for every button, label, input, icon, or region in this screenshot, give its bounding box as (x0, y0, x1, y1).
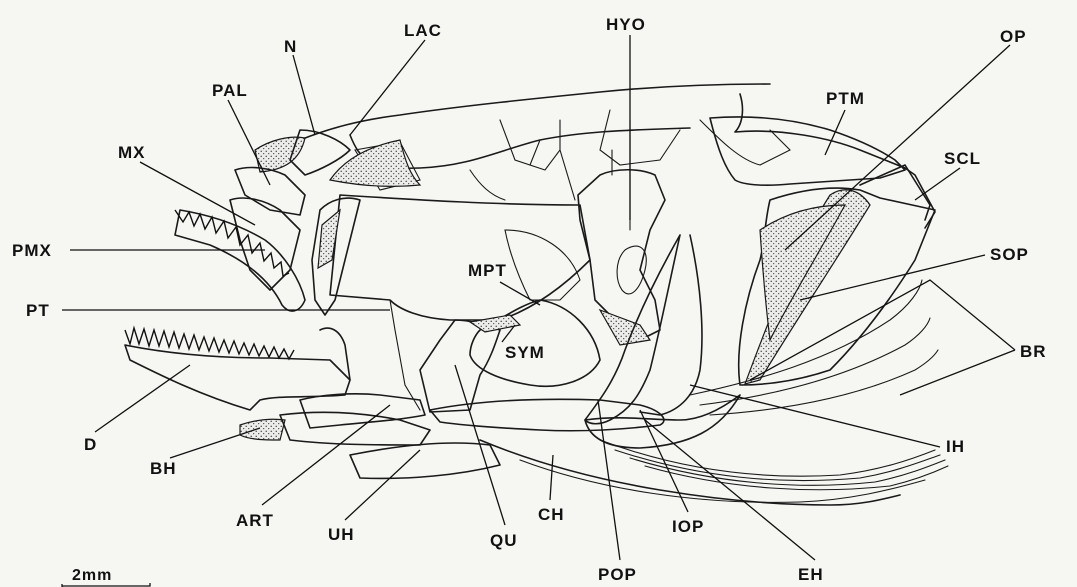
pterygoid-shape (330, 195, 590, 320)
urohyal-shape (350, 443, 500, 478)
preopercle-shape (585, 235, 680, 424)
opercle-stipple (760, 205, 845, 340)
pterotic-outline (700, 120, 790, 165)
leader-SCL (915, 168, 960, 200)
leader-POP (598, 400, 620, 560)
coronoid-process (320, 328, 350, 380)
label-N: N (284, 37, 297, 56)
label-IOP: IOP (672, 517, 704, 536)
lacrimal-infill (318, 210, 340, 268)
leader-OP (785, 45, 1010, 250)
branchiostegal-rays (520, 280, 948, 502)
label-BR: BR (1020, 342, 1047, 361)
quadrate-ridge (390, 300, 420, 410)
metapterygoid-outline (505, 230, 580, 300)
label-SYM: SYM (505, 343, 545, 362)
label-OP: OP (1000, 27, 1027, 46)
parasphenoid (500, 120, 560, 170)
leader-LAC (350, 40, 425, 135)
hyoid-lower-margin (480, 440, 900, 505)
label-D: D (84, 435, 97, 454)
leader-D (95, 365, 190, 432)
leader-lines (62, 35, 1015, 560)
leader-BH (170, 428, 260, 458)
dentary-teeth (125, 328, 294, 359)
leader-MPT (500, 282, 540, 305)
dentary-shape (125, 345, 350, 410)
leader-CH (550, 455, 553, 500)
preopercle-edge (640, 235, 702, 415)
quadrate-shape (420, 320, 500, 412)
lacrimal-stipple (330, 140, 420, 186)
label-PT: PT (26, 301, 50, 320)
label-EH: EH (798, 565, 824, 584)
orbit-lines (470, 140, 575, 200)
leader-IOP (640, 410, 688, 512)
leader-MX (140, 162, 255, 225)
leader-N (293, 55, 315, 135)
hyomandibular-ridge (612, 120, 630, 230)
leader-EH (645, 420, 815, 560)
label-QU: QU (490, 531, 518, 550)
label-SCL: SCL (944, 149, 981, 168)
palatine-shape (235, 168, 305, 215)
leader-UH (345, 450, 420, 520)
symplectic-stipple (600, 310, 650, 345)
label-BH: BH (150, 459, 177, 478)
leader-PTM (825, 110, 845, 155)
premaxilla-teeth (175, 210, 289, 276)
label-ART: ART (236, 511, 274, 530)
label-PTM: PTM (826, 89, 865, 108)
label-MX: MX (118, 143, 146, 162)
label-HYO: HYO (606, 15, 646, 34)
label-POP: POP (598, 565, 637, 584)
label-PAL: PAL (212, 81, 248, 100)
label-UH: UH (328, 525, 355, 544)
scale-bar: 2mm (62, 567, 150, 587)
scale-bar-label: 2mm (72, 567, 112, 584)
ceratohyal-shape (430, 399, 664, 430)
label-MPT: MPT (468, 261, 507, 280)
hyomandibular-condyle (617, 246, 646, 294)
leader-QU (455, 365, 505, 525)
label-CH: CH (538, 505, 565, 524)
quadrate-stipple (470, 315, 520, 332)
basihyal-stipple (240, 419, 285, 440)
leader-PAL (228, 100, 270, 185)
label-PMX: PMX (12, 241, 52, 260)
label-SOP: SOP (990, 245, 1029, 264)
label-IH: IH (946, 437, 965, 456)
label-LAC: LAC (404, 21, 442, 40)
